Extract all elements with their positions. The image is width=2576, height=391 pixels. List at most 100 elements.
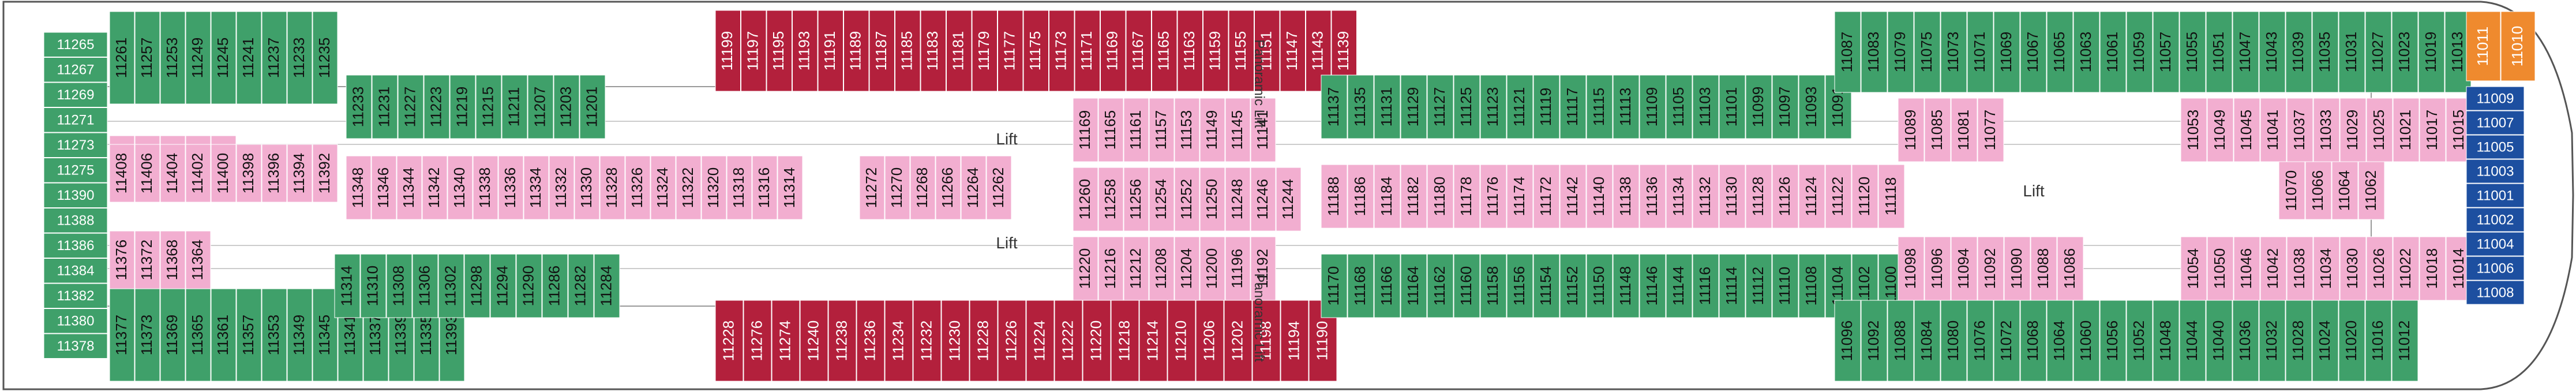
fwd-pink-upper-cabin[interactable]: 11089 <box>1898 98 1925 162</box>
fwd-pink-upper-cabin[interactable]: 11081 <box>1951 98 1978 162</box>
fwd-pink-cabin[interactable]: 11176 <box>1480 164 1507 229</box>
fwd-pink-upper-cabin[interactable]: 11077 <box>1977 98 2004 162</box>
mid-pink-cabin[interactable]: 11326 <box>625 155 651 220</box>
crimson-bottom-cabin[interactable]: 11274 <box>771 300 800 382</box>
pink-a-cabin[interactable]: 11264 <box>961 155 987 220</box>
mid-pink-cabin[interactable]: 11346 <box>371 155 397 220</box>
mid-pink-cabin[interactable]: 11334 <box>523 155 549 220</box>
pink-center-bottom-cabin[interactable]: 11196 <box>1225 236 1251 301</box>
bow-top-cabin[interactable]: 11071 <box>1967 11 1994 93</box>
bow-top-cabin[interactable]: 11057 <box>2153 11 2180 93</box>
aft-bottom-cabin[interactable]: 11353 <box>261 288 287 382</box>
bow-pink-upper-cabin[interactable]: 11041 <box>2260 98 2287 162</box>
crimson-bottom-cabin[interactable]: 11240 <box>800 300 828 382</box>
mid-pink-cabin[interactable]: 11330 <box>574 155 600 220</box>
bow-pink-lower-cabin[interactable]: 11050 <box>2207 236 2234 301</box>
fwd-pink-cabin[interactable]: 11126 <box>1772 164 1799 229</box>
bow-top-cabin[interactable]: 11035 <box>2312 11 2339 93</box>
bow-pink-upper-cabin[interactable]: 11033 <box>2313 98 2340 162</box>
aft-left-cabin[interactable]: 11265 <box>43 32 108 57</box>
fwd-top-cabin[interactable]: 11135 <box>1347 75 1374 139</box>
fwd-pink-cabin[interactable]: 11184 <box>1374 164 1401 229</box>
bow-top-cabin[interactable]: 11051 <box>2206 11 2233 93</box>
aft-pink-lower-cabin[interactable]: 11372 <box>134 230 160 289</box>
aft-top-cabin[interactable]: 11233 <box>287 11 313 105</box>
aft-bottom-cabin[interactable]: 11357 <box>236 288 262 382</box>
pink-a-cabin[interactable]: 11262 <box>986 155 1012 220</box>
bow-pink-upper-cabin[interactable]: 11045 <box>2233 98 2260 162</box>
fwd-pink-cabin[interactable]: 11142 <box>1559 164 1587 229</box>
bow-pink-lower-cabin[interactable]: 11030 <box>2339 236 2367 301</box>
mid-pink-cabin[interactable]: 11342 <box>422 155 448 220</box>
mid-bottom-cabin[interactable]: 11308 <box>386 254 413 318</box>
pink-a-cabin[interactable]: 11266 <box>935 155 961 220</box>
crimson-bottom-cabin[interactable]: 11238 <box>828 300 857 382</box>
pink-center-bottom-cabin[interactable]: 11208 <box>1149 236 1175 301</box>
pink-center-bottom-cabin[interactable]: 11216 <box>1098 236 1124 301</box>
mid-bottom-cabin[interactable]: 11290 <box>516 254 542 318</box>
fwd-bottom-cabin[interactable]: 11144 <box>1666 254 1693 318</box>
crimson-bottom-cabin[interactable]: 11276 <box>743 300 772 382</box>
mid-top-cabin[interactable]: 11233 <box>346 75 372 139</box>
aft-pink-mid-cabin[interactable]: 11398 <box>236 144 262 203</box>
fwd-bottom-cabin[interactable]: 11108 <box>1798 254 1825 318</box>
crimson-top-cabin[interactable]: 11155 <box>1228 10 1254 92</box>
bow-blue-cabin[interactable]: 11005 <box>2466 135 2525 159</box>
fwd-top-cabin[interactable]: 11121 <box>1506 75 1533 139</box>
aft-left-cabin[interactable]: 11273 <box>43 132 108 158</box>
bow-bottom-cabin[interactable]: 11028 <box>2285 300 2312 382</box>
bow-bottom-cabin[interactable]: 11020 <box>2338 300 2365 382</box>
fwd-pink-lower-cabin[interactable]: 11088 <box>2030 236 2057 301</box>
fwd-bottom-cabin[interactable]: 11148 <box>1613 254 1640 318</box>
aft-left-cabin[interactable]: 11271 <box>43 107 108 133</box>
aft-bottom-cabin[interactable]: 11373 <box>134 288 160 382</box>
crimson-top-cabin[interactable]: 11195 <box>766 10 792 92</box>
aft-left-cabin[interactable]: 11275 <box>43 158 108 183</box>
bow-bottom-cabin[interactable]: 11056 <box>2099 300 2127 382</box>
bow-bottom-cabin[interactable]: 11016 <box>2365 300 2392 382</box>
fwd-top-cabin[interactable]: 11131 <box>1374 75 1401 139</box>
aft-top-cabin[interactable]: 11261 <box>109 11 135 105</box>
crimson-top-cabin[interactable]: 11169 <box>1100 10 1126 92</box>
aft-top-cabin[interactable]: 11249 <box>185 11 211 105</box>
fwd-pink-lower-cabin[interactable]: 11098 <box>1898 236 1925 301</box>
crimson-bottom-cabin[interactable]: 11220 <box>1082 300 1111 382</box>
mid-bottom-cabin[interactable]: 11298 <box>464 254 490 318</box>
pink-center-upper-cabin[interactable]: 11157 <box>1149 98 1175 162</box>
fwd-bottom-cabin[interactable]: 11112 <box>1745 254 1772 318</box>
fwd-pink-cabin[interactable]: 11128 <box>1745 164 1772 229</box>
bow-pink-upper-cabin[interactable]: 11049 <box>2207 98 2234 162</box>
aft-left-cabin[interactable]: 11380 <box>43 308 108 334</box>
crimson-top-cabin[interactable]: 11187 <box>869 10 895 92</box>
fwd-pink-cabin[interactable]: 11186 <box>1347 164 1374 229</box>
mid-pink-cabin[interactable]: 11336 <box>498 155 524 220</box>
crimson-bottom-cabin[interactable]: 11236 <box>856 300 885 382</box>
bow-top-cabin[interactable]: 11075 <box>1914 11 1941 93</box>
mid-top-cabin[interactable]: 11215 <box>475 75 502 139</box>
fwd-top-cabin[interactable]: 11093 <box>1798 75 1825 139</box>
mid-bottom-cabin[interactable]: 11310 <box>360 254 387 318</box>
aft-top-cabin[interactable]: 11241 <box>236 11 262 105</box>
aft-left-cabin[interactable]: 11269 <box>43 82 108 107</box>
fwd-pink-cabin[interactable]: 11134 <box>1666 164 1693 229</box>
bow-bottom-cabin[interactable]: 11044 <box>2179 300 2206 382</box>
fwd-pink-lower-cabin[interactable]: 11092 <box>1977 236 2004 301</box>
crimson-bottom-cabin[interactable]: 11222 <box>1054 300 1083 382</box>
bow-pink-mid-cabin[interactable]: 11070 <box>2278 161 2305 220</box>
bow-top-cabin[interactable]: 11069 <box>1993 11 2020 93</box>
crimson-bottom-cabin[interactable]: 11198 <box>1252 300 1281 382</box>
mid-top-cabin[interactable]: 11211 <box>501 75 528 139</box>
bow-pink-lower-cabin[interactable]: 11018 <box>2419 236 2446 301</box>
fwd-pink-cabin[interactable]: 11130 <box>1719 164 1746 229</box>
bow-pink-lower-cabin[interactable]: 11042 <box>2260 236 2287 301</box>
mid-top-cabin[interactable]: 11223 <box>423 75 450 139</box>
bow-pink-lower-cabin[interactable]: 11046 <box>2233 236 2260 301</box>
bow-bottom-cabin[interactable]: 11064 <box>2046 300 2073 382</box>
fwd-top-cabin[interactable]: 11099 <box>1745 75 1772 139</box>
bow-top-cabin[interactable]: 11031 <box>2338 11 2365 93</box>
aft-pink-mid-cabin[interactable]: 11402 <box>185 144 211 203</box>
pink-center-lower-cabin[interactable]: 11258 <box>1098 167 1124 232</box>
pink-center-upper-cabin[interactable]: 11149 <box>1199 98 1225 162</box>
mid-bottom-cabin[interactable]: 11314 <box>334 254 361 318</box>
mid-pink-cabin[interactable]: 11316 <box>752 155 778 220</box>
